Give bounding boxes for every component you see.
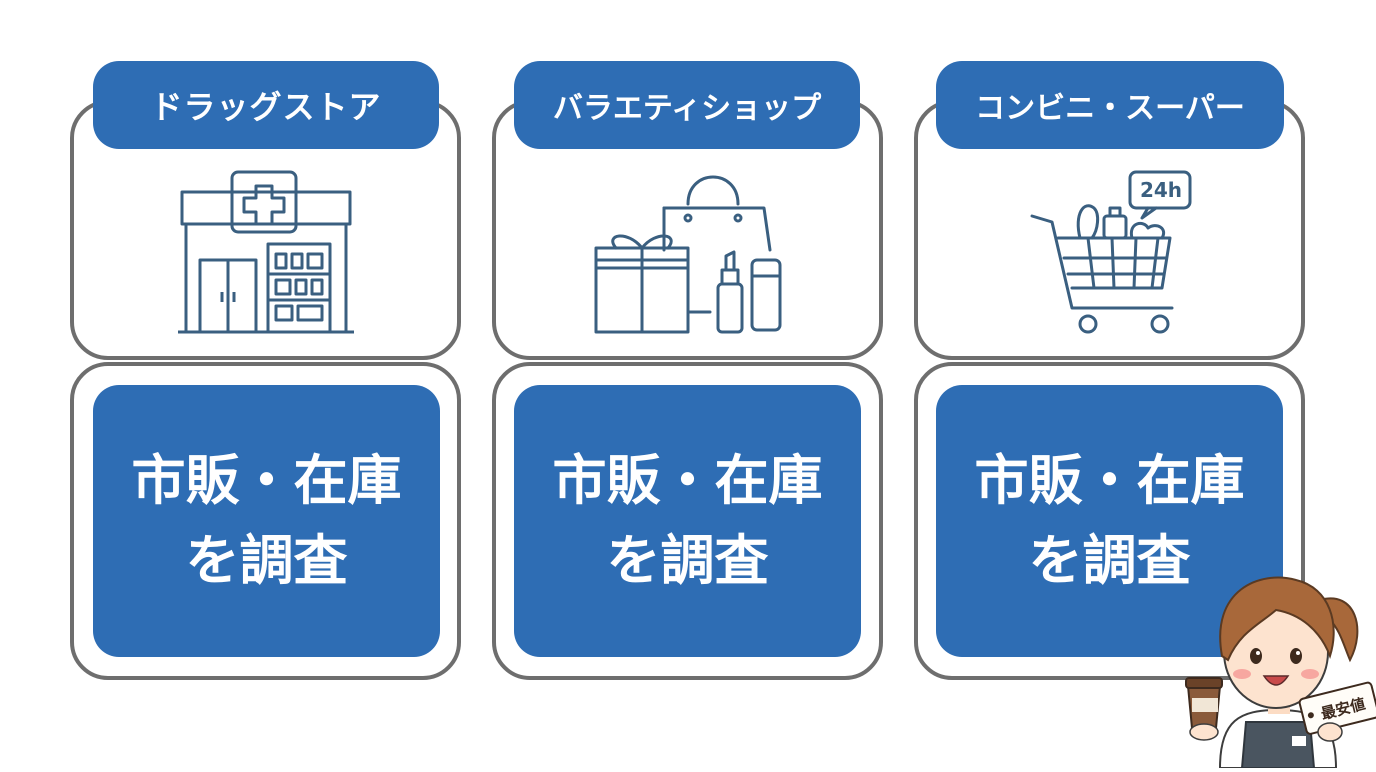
action-text-line2: を調査 [185, 529, 348, 592]
category-tab-variety-shop: バラエティショップ [514, 61, 860, 149]
action-text-line2: を調査 [1028, 529, 1191, 592]
shop-clerk-mascot: 最安値 [1180, 560, 1376, 772]
drugstore-action-button: 市販・在庫 を調査 [93, 385, 440, 657]
pharmacy-store-icon [178, 168, 354, 336]
category-tab-convenience-supermarket: コンビニ・スーパー [936, 61, 1284, 149]
shopping-cart-24h-icon: 24h [1028, 168, 1198, 336]
action-text-line1: 市販・在庫 [974, 449, 1245, 512]
24h-badge-text: 24h [1139, 178, 1183, 202]
action-text-line1: 市販・在庫 [552, 449, 823, 512]
variety-shop-action-button: 市販・在庫 を調査 [514, 385, 861, 657]
category-tab-drugstore: ドラッグストア [93, 61, 439, 149]
gift-shopping-bag-cosmetics-icon [592, 168, 788, 336]
action-text-line1: 市販・在庫 [131, 449, 402, 512]
convenience-store-action-button: 市販・在庫 を調査 [936, 385, 1283, 657]
action-text-line2: を調査 [606, 529, 769, 592]
